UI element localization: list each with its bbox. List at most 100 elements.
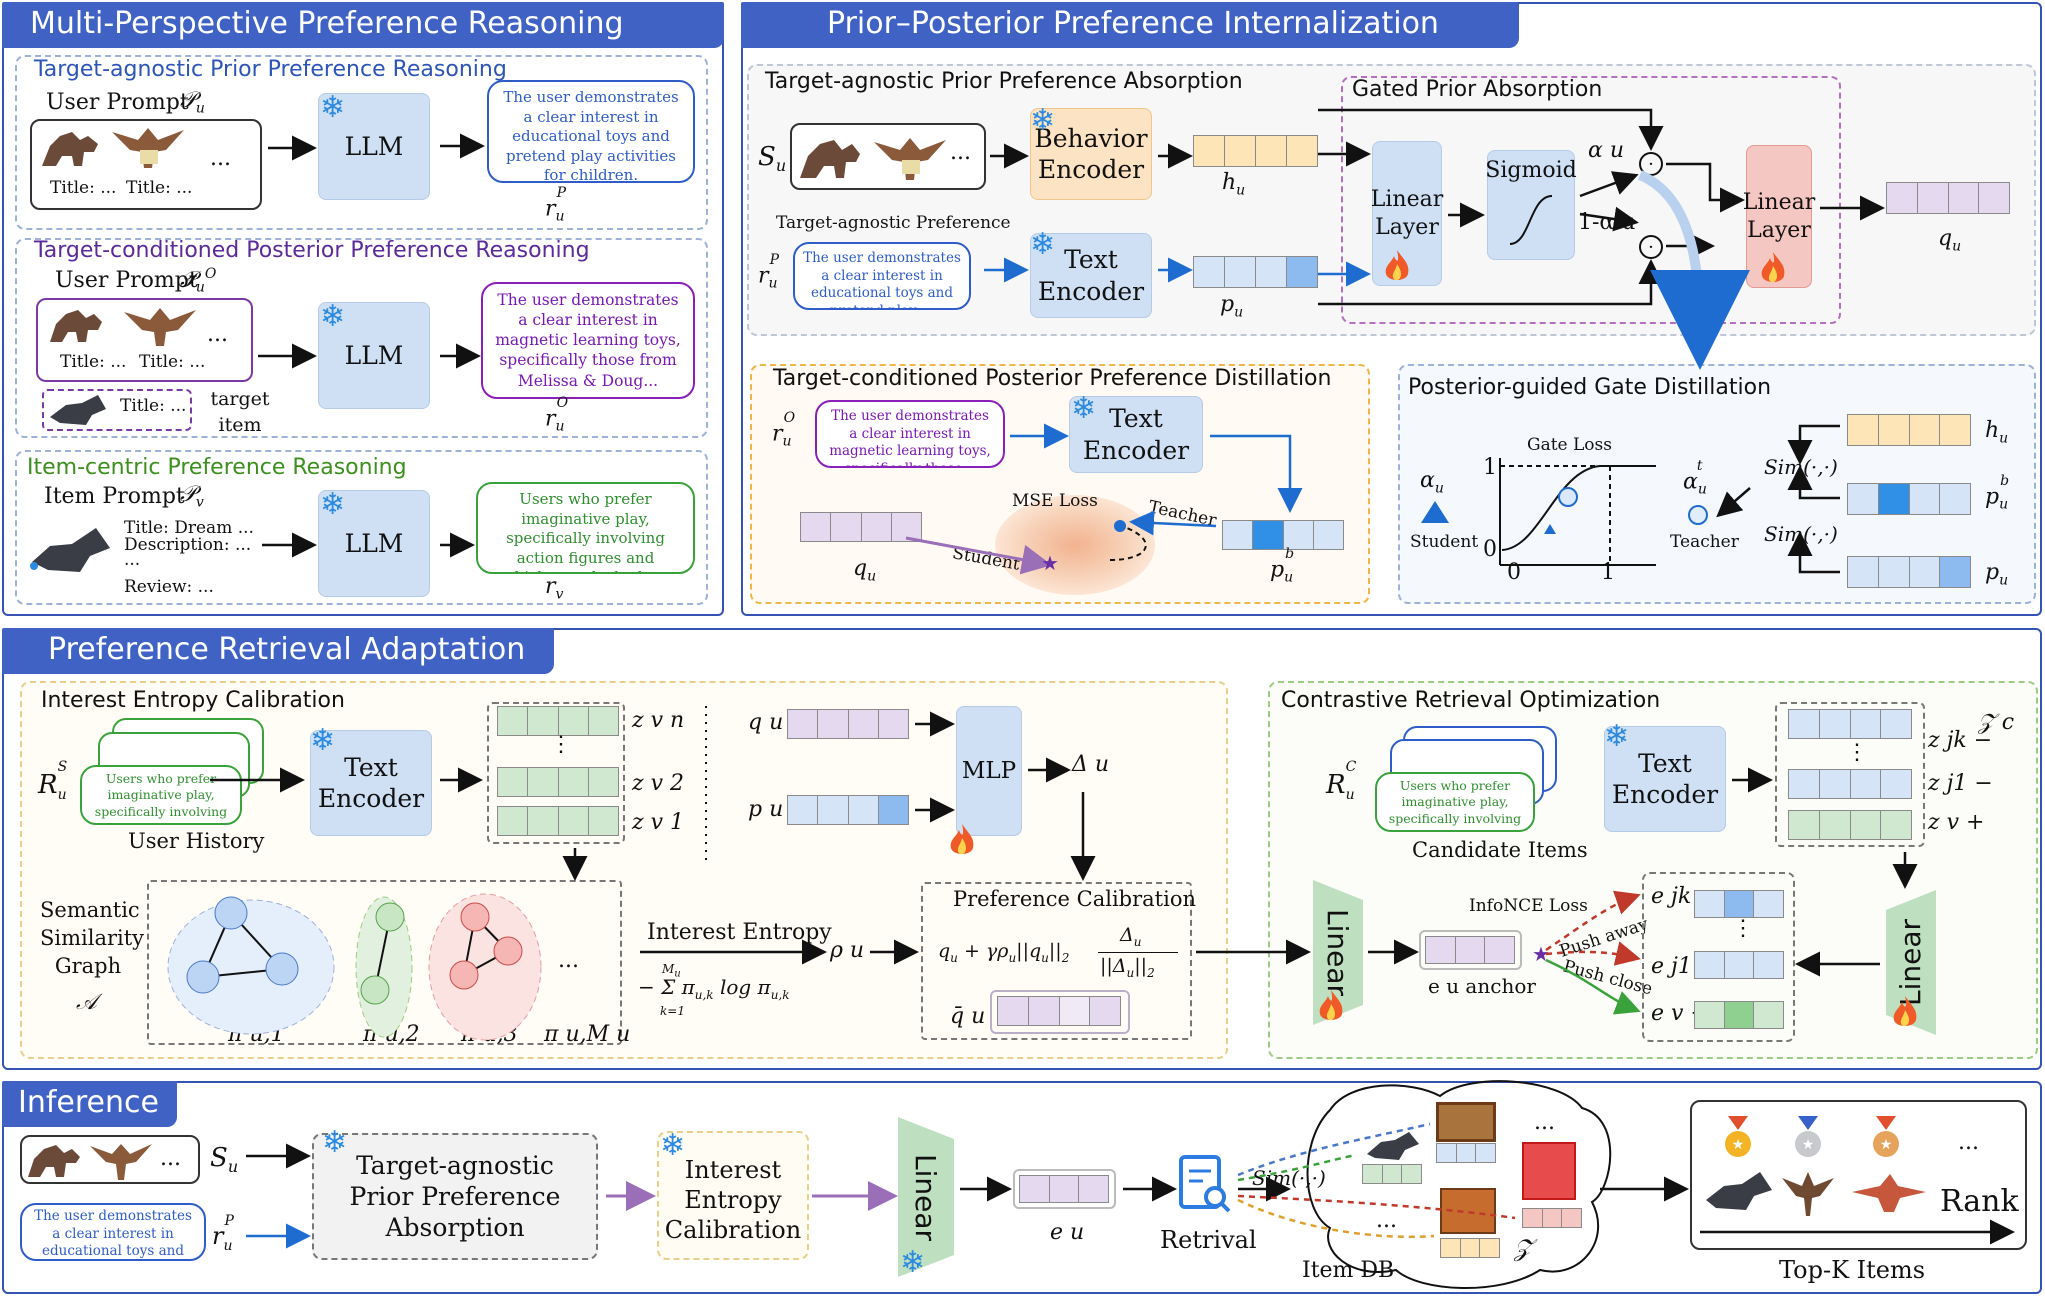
- gate-student-label: Student: [1410, 532, 1479, 552]
- entropy-formula: − Σ πu,k log πu,k: [638, 975, 790, 1002]
- inference-eu-vector: [1019, 1175, 1109, 1203]
- fire-icon: [947, 822, 977, 862]
- snowflake-icon: ❄: [1071, 391, 1097, 426]
- cro-candidate-items: Candidate Items: [1412, 838, 1588, 862]
- posterior-reasoning-bubble: The user demonstrates a clear interest i…: [481, 282, 695, 399]
- retrival-label: Retrival: [1160, 1226, 1257, 1254]
- snowflake-icon: ❄: [1030, 227, 1056, 262]
- item-prompt: Item Prompt: [44, 484, 185, 509]
- posterior-target-title: Title: ...: [120, 396, 187, 416]
- db-vector-green: [1362, 1164, 1422, 1184]
- ev-vector: [1694, 1001, 1784, 1029]
- ssg-dots: ...: [558, 948, 579, 973]
- inference-sim-label: Sim(·,·): [1252, 1166, 1326, 1190]
- cro-e-group: [1642, 872, 1795, 1042]
- cro-linear-left: [1313, 880, 1363, 1025]
- sigmoid-icon: [1506, 190, 1556, 250]
- gate-axis-x1: 1: [1601, 560, 1615, 585]
- zv-plus-vector: [1788, 810, 1912, 840]
- pi3-label: π u,3: [461, 1022, 518, 1047]
- rank-label: Rank: [1940, 1184, 2019, 1219]
- prior-llm-block: LLM: [318, 93, 430, 200]
- fire-icon: [1758, 250, 1788, 290]
- gate-pub-label: pub: [1985, 473, 2010, 513]
- iec-qu-label: q u: [748, 710, 784, 735]
- posterior-thumb-title-2: Title: ...: [139, 352, 206, 372]
- ssg-symbol: 𝒜: [76, 990, 97, 1015]
- absorption-su: Su: [758, 142, 787, 176]
- iec-history-bubble: Users who prefer imaginative play, speci…: [80, 765, 242, 825]
- inference-absorption-block: [312, 1133, 598, 1260]
- distill-bubble: The user demonstrates a clear interest i…: [815, 400, 1005, 468]
- inference-thumb-more: ...: [160, 1146, 181, 1171]
- prior-reasoning-box: [15, 55, 708, 230]
- snowflake-icon: ❄: [1030, 103, 1056, 138]
- eu-anchor-box: [1419, 930, 1522, 970]
- item-output-rv: rv: [545, 574, 564, 603]
- one-minus-alpha-label: 1-α u: [1578, 210, 1636, 235]
- calibration-fraction-num: Δu: [1120, 924, 1142, 949]
- item-db-label: Item DB: [1302, 1258, 1395, 1283]
- toy-thumbnail: [1850, 1172, 1928, 1216]
- mlp-block: MLP: [956, 706, 1022, 836]
- eu-anchor-vector: [1425, 936, 1515, 964]
- iec-text-encoder: Text Encoder: [310, 730, 432, 836]
- posterior-llm-block: LLM: [318, 302, 430, 409]
- iec-rus: RuS: [38, 759, 68, 804]
- posterior-target-label: target item: [210, 388, 270, 436]
- toy-thumbnail: [794, 128, 868, 184]
- posterior-thumb-title-1: Title: ...: [60, 352, 127, 372]
- zvn-vector: [497, 706, 619, 736]
- toy-thumbnail: [870, 128, 950, 184]
- svg-text:★: ★: [1802, 1137, 1815, 1153]
- iec-title: Interest Entropy Calibration: [41, 688, 345, 713]
- calibration-fraction-den: ||Δu||2: [1100, 955, 1155, 980]
- qu-vector: [1886, 182, 2010, 214]
- topk-label: Top-K Items: [1779, 1256, 1926, 1284]
- linear-layer-block: Linear Layer: [1371, 141, 1443, 286]
- prior-output-rup: ruP: [545, 185, 566, 225]
- absorption-text-encoder: Text Encoder: [1030, 233, 1152, 318]
- iec-pu-vector: [787, 795, 909, 825]
- inference-rup: ruP: [212, 1213, 234, 1254]
- toy-thumbnail: [1780, 1164, 1836, 1220]
- gate-hu-vector: [1847, 414, 1971, 446]
- prior-thumb-title-2: Title: ...: [126, 178, 193, 198]
- eu-anchor-label: e u anchor: [1428, 974, 1536, 998]
- retrieval-icon: [1177, 1153, 1233, 1217]
- posterior-prompt-symbol: 𝒫uO: [180, 266, 217, 296]
- cro-title: Contrastive Retrieval Optimization: [1281, 688, 1661, 713]
- calibration-fraction-bar: [1098, 952, 1178, 953]
- alpha-label: α u: [1588, 138, 1625, 163]
- zv1-vector: [497, 806, 619, 836]
- iec-qu-vector: [787, 709, 909, 739]
- distill-qu-label: qu: [853, 556, 877, 585]
- item-prompt-symbol: 𝒫v: [180, 482, 204, 511]
- tap-label: Target-agnostic Preference: [776, 213, 1011, 233]
- inference-bubble: The user demonstrates a clear interest i…: [20, 1203, 206, 1261]
- prior-thumb-more: ...: [210, 146, 231, 171]
- db-vector-blue: [1436, 1143, 1496, 1163]
- ejk-vector: [1694, 890, 1784, 918]
- toy-thumbnail: [46, 391, 112, 429]
- inference-su: Su: [210, 1143, 239, 1177]
- gate-axis-origin: 0: [1507, 560, 1521, 585]
- inference-eu-box: [1013, 1169, 1116, 1209]
- toy-thumbnail: [120, 300, 200, 350]
- absorption-title: Target-agnostic Prior Preference Absorpt…: [765, 69, 1243, 94]
- posterior-target-item-box: [42, 389, 192, 431]
- gate-distill-title: Posterior-guided Gate Distillation: [1408, 375, 1772, 400]
- toy-thumbnail: [36, 122, 108, 172]
- posterior-user-prompt: User Prompt: [55, 268, 198, 293]
- prior-reasoning-bubble: The user demonstrates a clear interest i…: [487, 80, 695, 183]
- pu-vector: [1193, 256, 1318, 288]
- db-vector-pink: [1522, 1208, 1582, 1228]
- item-reasoning-title: Item-centric Preference Reasoning: [27, 455, 407, 480]
- pppi-tab: Prior–Posterior Preference Internalizati…: [741, 2, 1519, 48]
- posterior-output-ruo: ruO: [545, 395, 569, 435]
- medal-icon: ★: [1720, 1116, 1756, 1160]
- posterior-reasoning-title: Target-conditioned Posterior Preference …: [34, 238, 590, 263]
- cro-linear-right: [1886, 890, 1936, 1035]
- cro-candidate-bubble: Users who prefer imaginative play, speci…: [1375, 772, 1535, 832]
- pi2-label: π u,2: [363, 1022, 420, 1047]
